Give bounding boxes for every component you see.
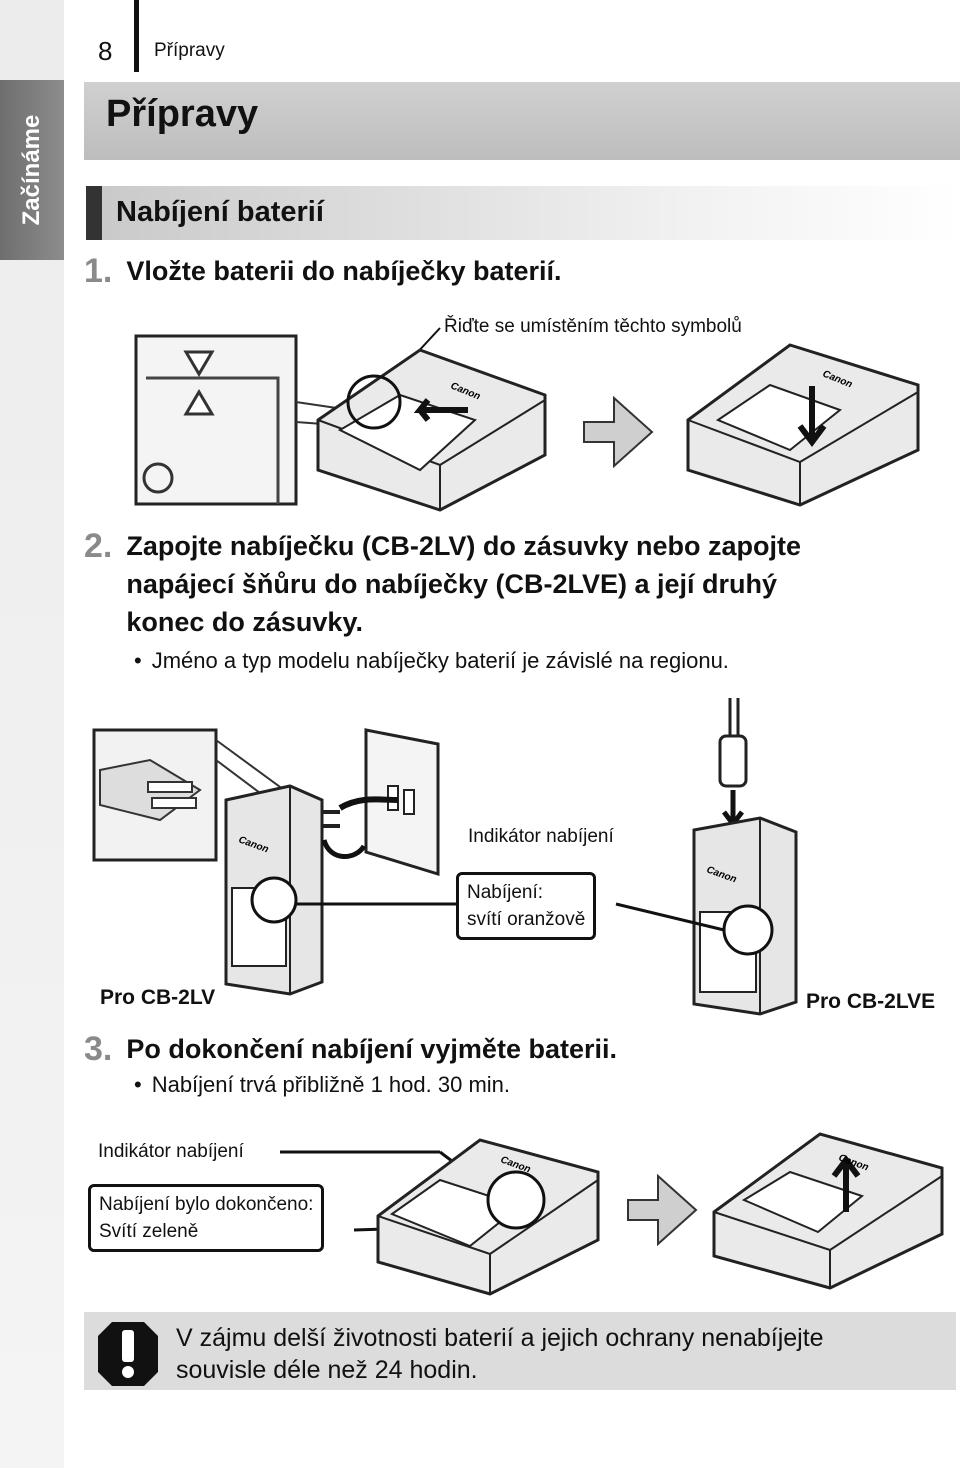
- warning-text: V zájmu delší životnosti baterií a jejic…: [176, 1322, 936, 1386]
- warning-line: V zájmu delší životnosti baterií a jejic…: [176, 1322, 936, 1354]
- warning-line: souvisle déle než 24 hodin.: [176, 1354, 936, 1386]
